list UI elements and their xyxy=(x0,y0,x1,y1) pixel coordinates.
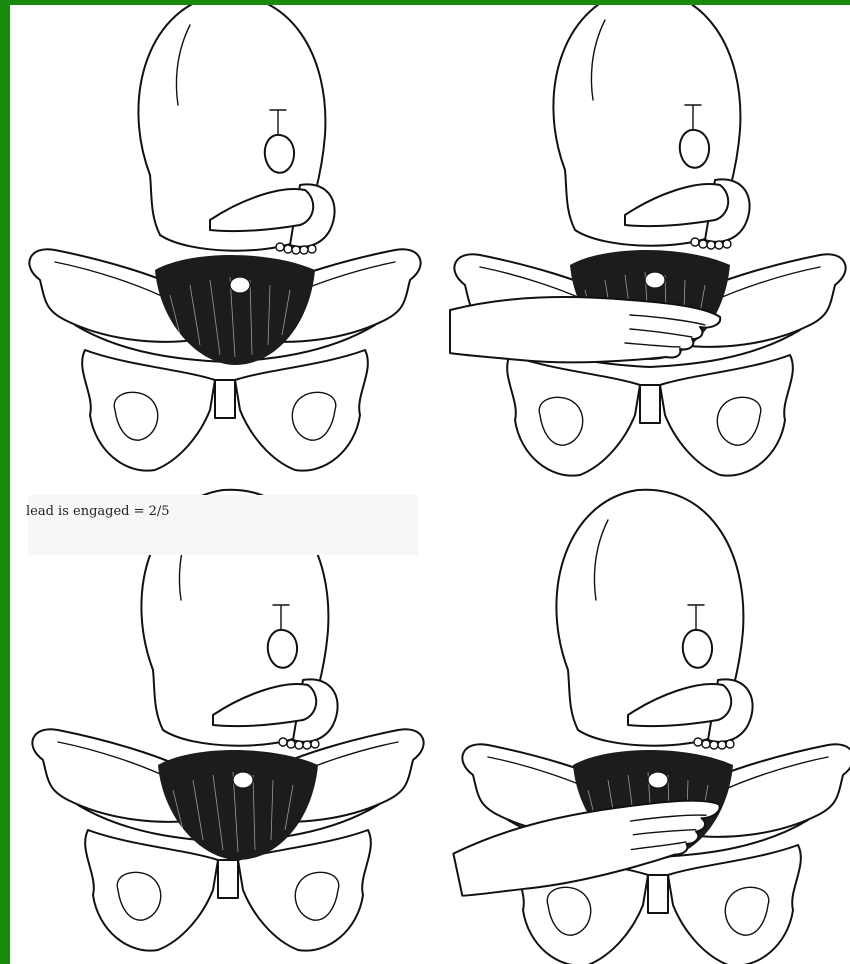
engagement-caption: lead is engaged = 2/5 xyxy=(26,504,170,519)
fetal-engagement-diagram xyxy=(10,5,850,964)
illustration-bottom-right xyxy=(451,490,850,964)
figure-panel xyxy=(10,5,850,964)
illustration-top-right xyxy=(450,5,846,476)
illustration-top-left xyxy=(29,5,420,471)
illustration-bottom-left xyxy=(32,490,423,951)
